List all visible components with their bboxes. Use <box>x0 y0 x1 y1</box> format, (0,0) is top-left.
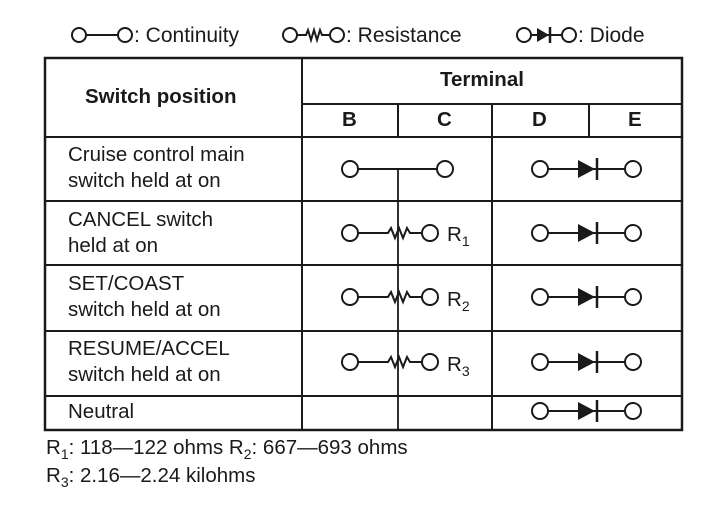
resistor-label-r3: R3 <box>447 352 470 384</box>
terminal-e-circle <box>624 160 642 178</box>
note-r1-value: : 118—122 ohms <box>68 436 224 459</box>
note-r3-sub: 3 <box>60 474 69 491</box>
note-r2-value: : 667—693 ohms <box>251 436 408 459</box>
terminal-e-header: E <box>628 108 642 131</box>
row-label-line: switch held at on <box>68 169 221 192</box>
resistor-label-r2: R2 <box>447 287 470 319</box>
row-label-cancel: CANCEL switch held at on <box>68 207 213 259</box>
terminal-d-header: D <box>532 108 547 131</box>
row-label-line: SET/COAST <box>68 272 185 295</box>
row-label-main-switch: Cruise control main switch held at on <box>68 142 245 194</box>
diode-symbol <box>531 222 642 244</box>
terminal-d-circle <box>531 160 549 178</box>
terminal-b-circle <box>341 353 359 371</box>
row-label-line: switch held at on <box>68 363 221 386</box>
resistor-sub: 1 <box>461 233 470 250</box>
diode-triangle <box>578 353 595 371</box>
note-r2-sub: 2 <box>243 446 252 463</box>
row-label-line: CANCEL switch <box>68 208 214 231</box>
resistor-zigzag <box>358 289 422 305</box>
continuity-legend-icon <box>71 27 133 43</box>
terminal-b-circle <box>341 224 359 242</box>
diode-triangle <box>578 288 595 306</box>
diode-symbol <box>531 158 642 180</box>
resistance-symbol <box>341 288 439 306</box>
terminal-c-header: C <box>437 108 452 131</box>
diode-legend-icon <box>516 27 577 43</box>
terminal-e-circle <box>624 288 642 306</box>
terminal-e-circle <box>624 224 642 242</box>
resistance-legend-label: : Resistance <box>346 24 462 47</box>
row-label-line: switch held at on <box>68 298 221 321</box>
resistor-zigzag <box>358 354 422 370</box>
diode-symbol <box>531 286 642 308</box>
resistor-label-r1: R1 <box>447 222 470 254</box>
continuity-symbol <box>341 160 454 178</box>
terminal-c-circle <box>421 224 439 242</box>
row-label-neutral: Neutral <box>68 399 134 425</box>
terminal-header: Terminal <box>440 68 524 91</box>
note-r2-letter: R <box>228 436 244 459</box>
note-r3-letter: R <box>46 464 61 487</box>
terminal-c-circle <box>421 288 439 306</box>
resistor-zigzag <box>358 225 422 241</box>
diode-legend-label: : Diode <box>578 24 645 47</box>
terminal-c-circle <box>421 353 439 371</box>
resistor-sub: 3 <box>461 363 470 380</box>
row-label-line: Neutral <box>68 400 135 423</box>
terminal-b-circle <box>341 160 359 178</box>
terminal-d-circle <box>531 402 549 420</box>
resistor-sub: 2 <box>461 298 470 315</box>
resistance-note-r3: R3: 2.16—2.24 kilohms <box>46 464 255 490</box>
terminal-e-circle <box>624 353 642 371</box>
terminal-b-header: B <box>342 108 357 131</box>
row-label-line: held at on <box>68 234 159 257</box>
row-label-line: Cruise control main <box>68 143 245 166</box>
terminal-d-circle <box>531 224 549 242</box>
terminal-c-circle <box>436 160 454 178</box>
terminal-d-circle <box>531 288 549 306</box>
row-label-resume-accel: RESUME/ACCEL switch held at on <box>68 336 230 388</box>
resistor-letter: R <box>447 353 462 376</box>
continuity-table-grid <box>43 56 684 432</box>
resistor-letter: R <box>447 288 462 311</box>
diode-symbol <box>531 351 642 373</box>
diode-symbol <box>531 400 642 422</box>
row-label-set-coast: SET/COAST switch held at on <box>68 271 221 323</box>
note-r3-value: : 2.16—2.24 kilohms <box>68 464 256 487</box>
continuity-legend-label: : Continuity <box>134 24 240 47</box>
resistance-note-r1-r2: R1: 118—122 ohms R2: 667—693 ohms <box>46 436 408 462</box>
symbol-legend: : Continuity : Resistance : Diode <box>71 24 645 47</box>
diode-triangle <box>578 224 595 242</box>
resistance-symbol <box>341 353 439 371</box>
terminal-d-circle <box>531 353 549 371</box>
resistance-symbol <box>341 224 439 242</box>
note-r1-letter: R <box>46 436 61 459</box>
diode-triangle <box>578 402 595 420</box>
switch-position-header: Switch position <box>85 85 237 108</box>
resistance-legend-icon <box>282 26 345 44</box>
terminal-b-circle <box>341 288 359 306</box>
diode-triangle <box>578 160 595 178</box>
row-label-line: RESUME/ACCEL <box>68 337 230 360</box>
terminal-e-circle <box>624 402 642 420</box>
note-r1-sub: 1 <box>60 446 69 463</box>
resistor-letter: R <box>447 223 462 246</box>
